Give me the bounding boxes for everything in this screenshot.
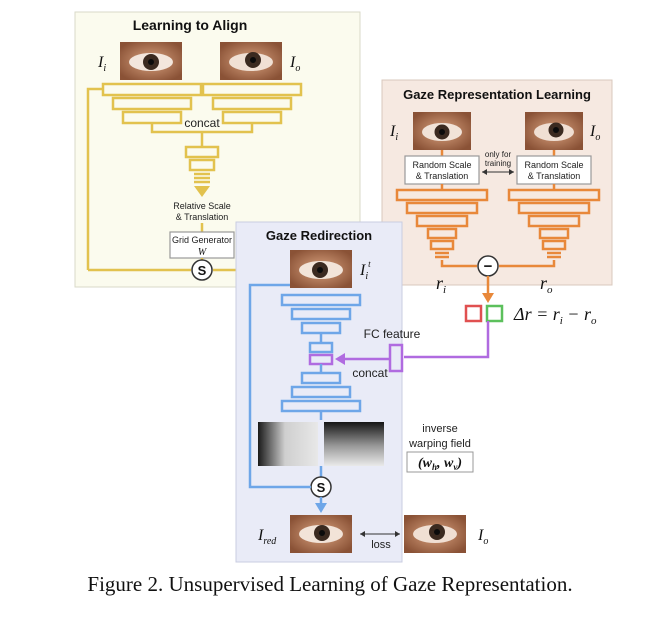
align-sampler-label: S (198, 263, 207, 278)
align-sampler-node (191, 259, 213, 281)
figure-caption: Figure 2. Unsupervised Learning of Gaze … (87, 572, 573, 596)
warping-field-label: warping field (408, 438, 471, 450)
eye-image-warped (290, 250, 352, 288)
eye-image-output-align (220, 42, 282, 80)
r-i-label: ri (436, 273, 446, 296)
concat-mid-label: concat (352, 366, 388, 380)
target-label: Io (477, 527, 488, 547)
align-output-label: Io (289, 54, 300, 74)
panel-gaze-representation: Gaze Representation Learning Ii Io Rando… (381, 79, 613, 296)
rep-input-label: Ii (389, 123, 398, 143)
subtract-symbol: − (484, 258, 493, 275)
delta-r-green-square (485, 304, 504, 323)
eye-image-input-align (120, 42, 182, 80)
grid-generator-label: Grid Generator (172, 235, 232, 245)
warping-field-horizontal (258, 422, 318, 466)
align-title: Learning to Align (133, 17, 248, 33)
warped-label: Iit (359, 259, 371, 282)
relative-scale-label: Relative Scale (173, 201, 231, 211)
eye-image-redirected (290, 515, 352, 553)
eye-image-target (404, 515, 466, 553)
redirect-output-arrow (315, 503, 327, 513)
align-regressor (184, 145, 220, 184)
align-concat-label: concat (184, 116, 220, 130)
align-skip-line-left (86, 87, 103, 270)
random-scale-left-line2: & Translation (416, 171, 469, 181)
only-for-label: only for (485, 150, 512, 159)
random-scale-left-box (404, 155, 480, 185)
grid-generator-box (169, 231, 235, 259)
relative-translation-label: & Translation (176, 212, 229, 222)
random-scale-right-line2: & Translation (528, 171, 581, 181)
gaze-rep-title: Gaze Representation Learning (403, 87, 591, 102)
rep-output-label: Io (589, 123, 600, 143)
delta-arrow (482, 293, 494, 303)
panel-gaze-redirection: Gaze Redirection Iit S (235, 221, 403, 563)
warping-field-vertical (324, 422, 384, 466)
fc-feature-line (404, 321, 490, 359)
red-label: Ired (257, 527, 277, 547)
redirect-sampler-label: S (317, 480, 326, 495)
eye-image-output-rep (525, 112, 583, 150)
random-scale-right-line1: Random Scale (524, 160, 583, 170)
align-arrow-down (194, 186, 210, 197)
rep-right-encoder (507, 188, 601, 259)
warping-field-symbol-box (406, 451, 474, 473)
fc-to-concat-arrow (335, 353, 345, 365)
eye-image-input-rep (413, 112, 471, 150)
inverse-label: inverse (422, 423, 457, 435)
redirect-title: Gaze Redirection (266, 228, 372, 243)
align-input-label: Ii (97, 54, 106, 74)
diagram: Learning to Align Ii Io (74, 11, 613, 563)
panel-learning-to-align: Learning to Align Ii Io (74, 11, 361, 288)
rep-left-encoder (395, 188, 489, 259)
training-label: training (485, 159, 511, 168)
redirect-encoder (280, 293, 362, 354)
warping-field-symbol: (wh, wv) (418, 456, 462, 472)
delta-r-red-square (464, 304, 483, 323)
r-o-label: ro (540, 273, 553, 296)
delta-r-equation: Δr = ri − ro (513, 304, 597, 327)
redirect-skip-line (248, 283, 311, 489)
random-scale-right-box (516, 155, 592, 185)
random-scale-left-line1: Random Scale (412, 160, 471, 170)
grid-generator-symbol: W (198, 247, 208, 258)
fc-feature-label: FC feature (364, 327, 421, 341)
loss-label: loss (371, 539, 391, 551)
